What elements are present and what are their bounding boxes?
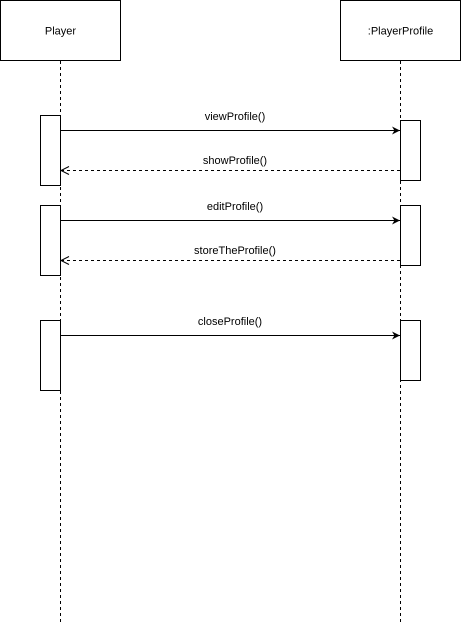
activation-player-profile-1 (400, 120, 421, 181)
message-edit-profile: editProfile() (61, 201, 400, 225)
message-show-profile-arrowhead (59, 166, 70, 175)
activation-player-profile-2 (400, 205, 421, 266)
participant-player: Player (0, 0, 121, 61)
message-show-profile: showProfile() (59, 155, 400, 175)
message-view-profile: viewProfile() (61, 111, 400, 135)
message-close-profile: closeProfile() (61, 316, 400, 340)
activation-player-profile-3 (400, 320, 421, 381)
activation-player-3 (40, 320, 61, 391)
activation-player-2 (40, 205, 61, 276)
participant-player-profile: :PlayerProfile (340, 0, 461, 61)
message-show-profile-label: showProfile() (203, 155, 267, 167)
message-store-the-profile-arrowhead (59, 256, 70, 265)
participant-player-profile-label: :PlayerProfile (368, 26, 433, 38)
activation-player-1 (40, 115, 61, 186)
participant-player-profile-box (340, 0, 461, 61)
participant-player-label: Player (45, 26, 77, 38)
message-edit-profile-label: editProfile() (207, 201, 263, 213)
message-view-profile-label: viewProfile() (205, 111, 266, 123)
message-store-the-profile-label: storeTheProfile() (194, 245, 276, 257)
message-close-profile-label: closeProfile() (198, 316, 262, 328)
participant-player-box (0, 0, 121, 61)
message-store-the-profile: storeTheProfile() (59, 245, 400, 265)
